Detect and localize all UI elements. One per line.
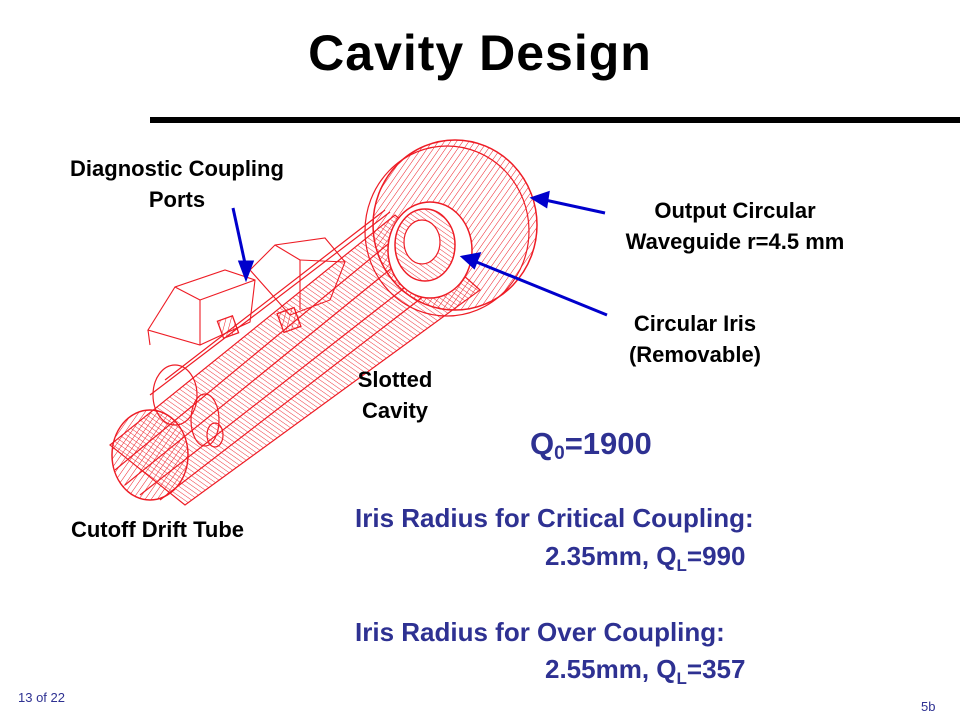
port-coupling-slots (216, 306, 302, 340)
slide-code: 5b (921, 699, 936, 714)
label-slotted-cavity: Slotted Cavity (357, 367, 433, 423)
label-output-circular-waveguide: Output Circular Waveguide r=4.5 mm (625, 198, 845, 254)
critical-coupling-values: 2.35mm, QL=990 (545, 541, 746, 575)
drift-tube-end-cap (111, 409, 189, 501)
label-diagnostic-coupling-ports: Diagnostic Coupling Ports (70, 156, 284, 212)
unloaded-quality-factor: Q0=1900 (530, 426, 652, 464)
label-cutoff-drift-tube: Cutoff Drift Tube (70, 517, 245, 542)
over-coupling-heading: Iris Radius for Over Coupling: (355, 617, 725, 647)
critical-coupling-heading: Iris Radius for Critical Coupling: (355, 503, 754, 533)
page-title: Cavity Design (308, 25, 652, 81)
slide-page-number: 13 of 22 (18, 690, 65, 705)
over-coupling-values: 2.55mm, QL=357 (545, 654, 746, 688)
label-circular-iris: Circular Iris (Removable) (628, 311, 762, 367)
title-divider (150, 117, 960, 123)
annotation-arrows (231, 190, 608, 317)
cavity-slot-rings (152, 364, 224, 448)
